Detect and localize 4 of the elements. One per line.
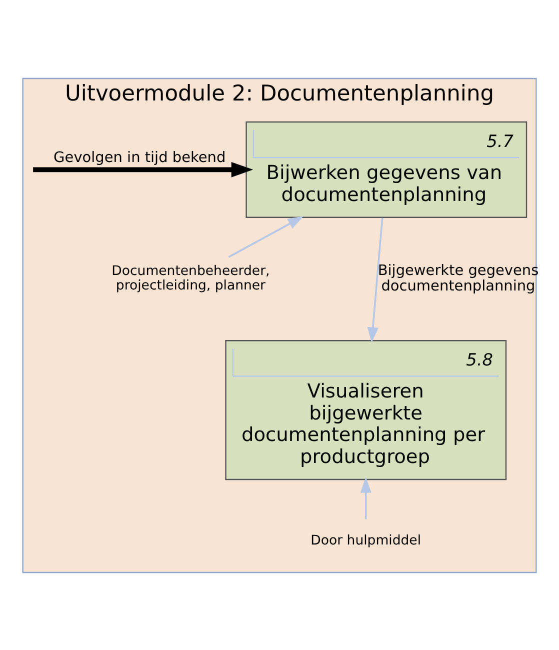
node-text: Door hulpmiddel xyxy=(310,532,422,548)
edge-label: Bijgewerkte gegevens documentenplanning xyxy=(378,262,539,294)
node-text: Documentenbeheerder, projectleiding, planner xyxy=(112,264,270,294)
edge-label: Gevolgen in tijd bekend xyxy=(54,149,226,166)
